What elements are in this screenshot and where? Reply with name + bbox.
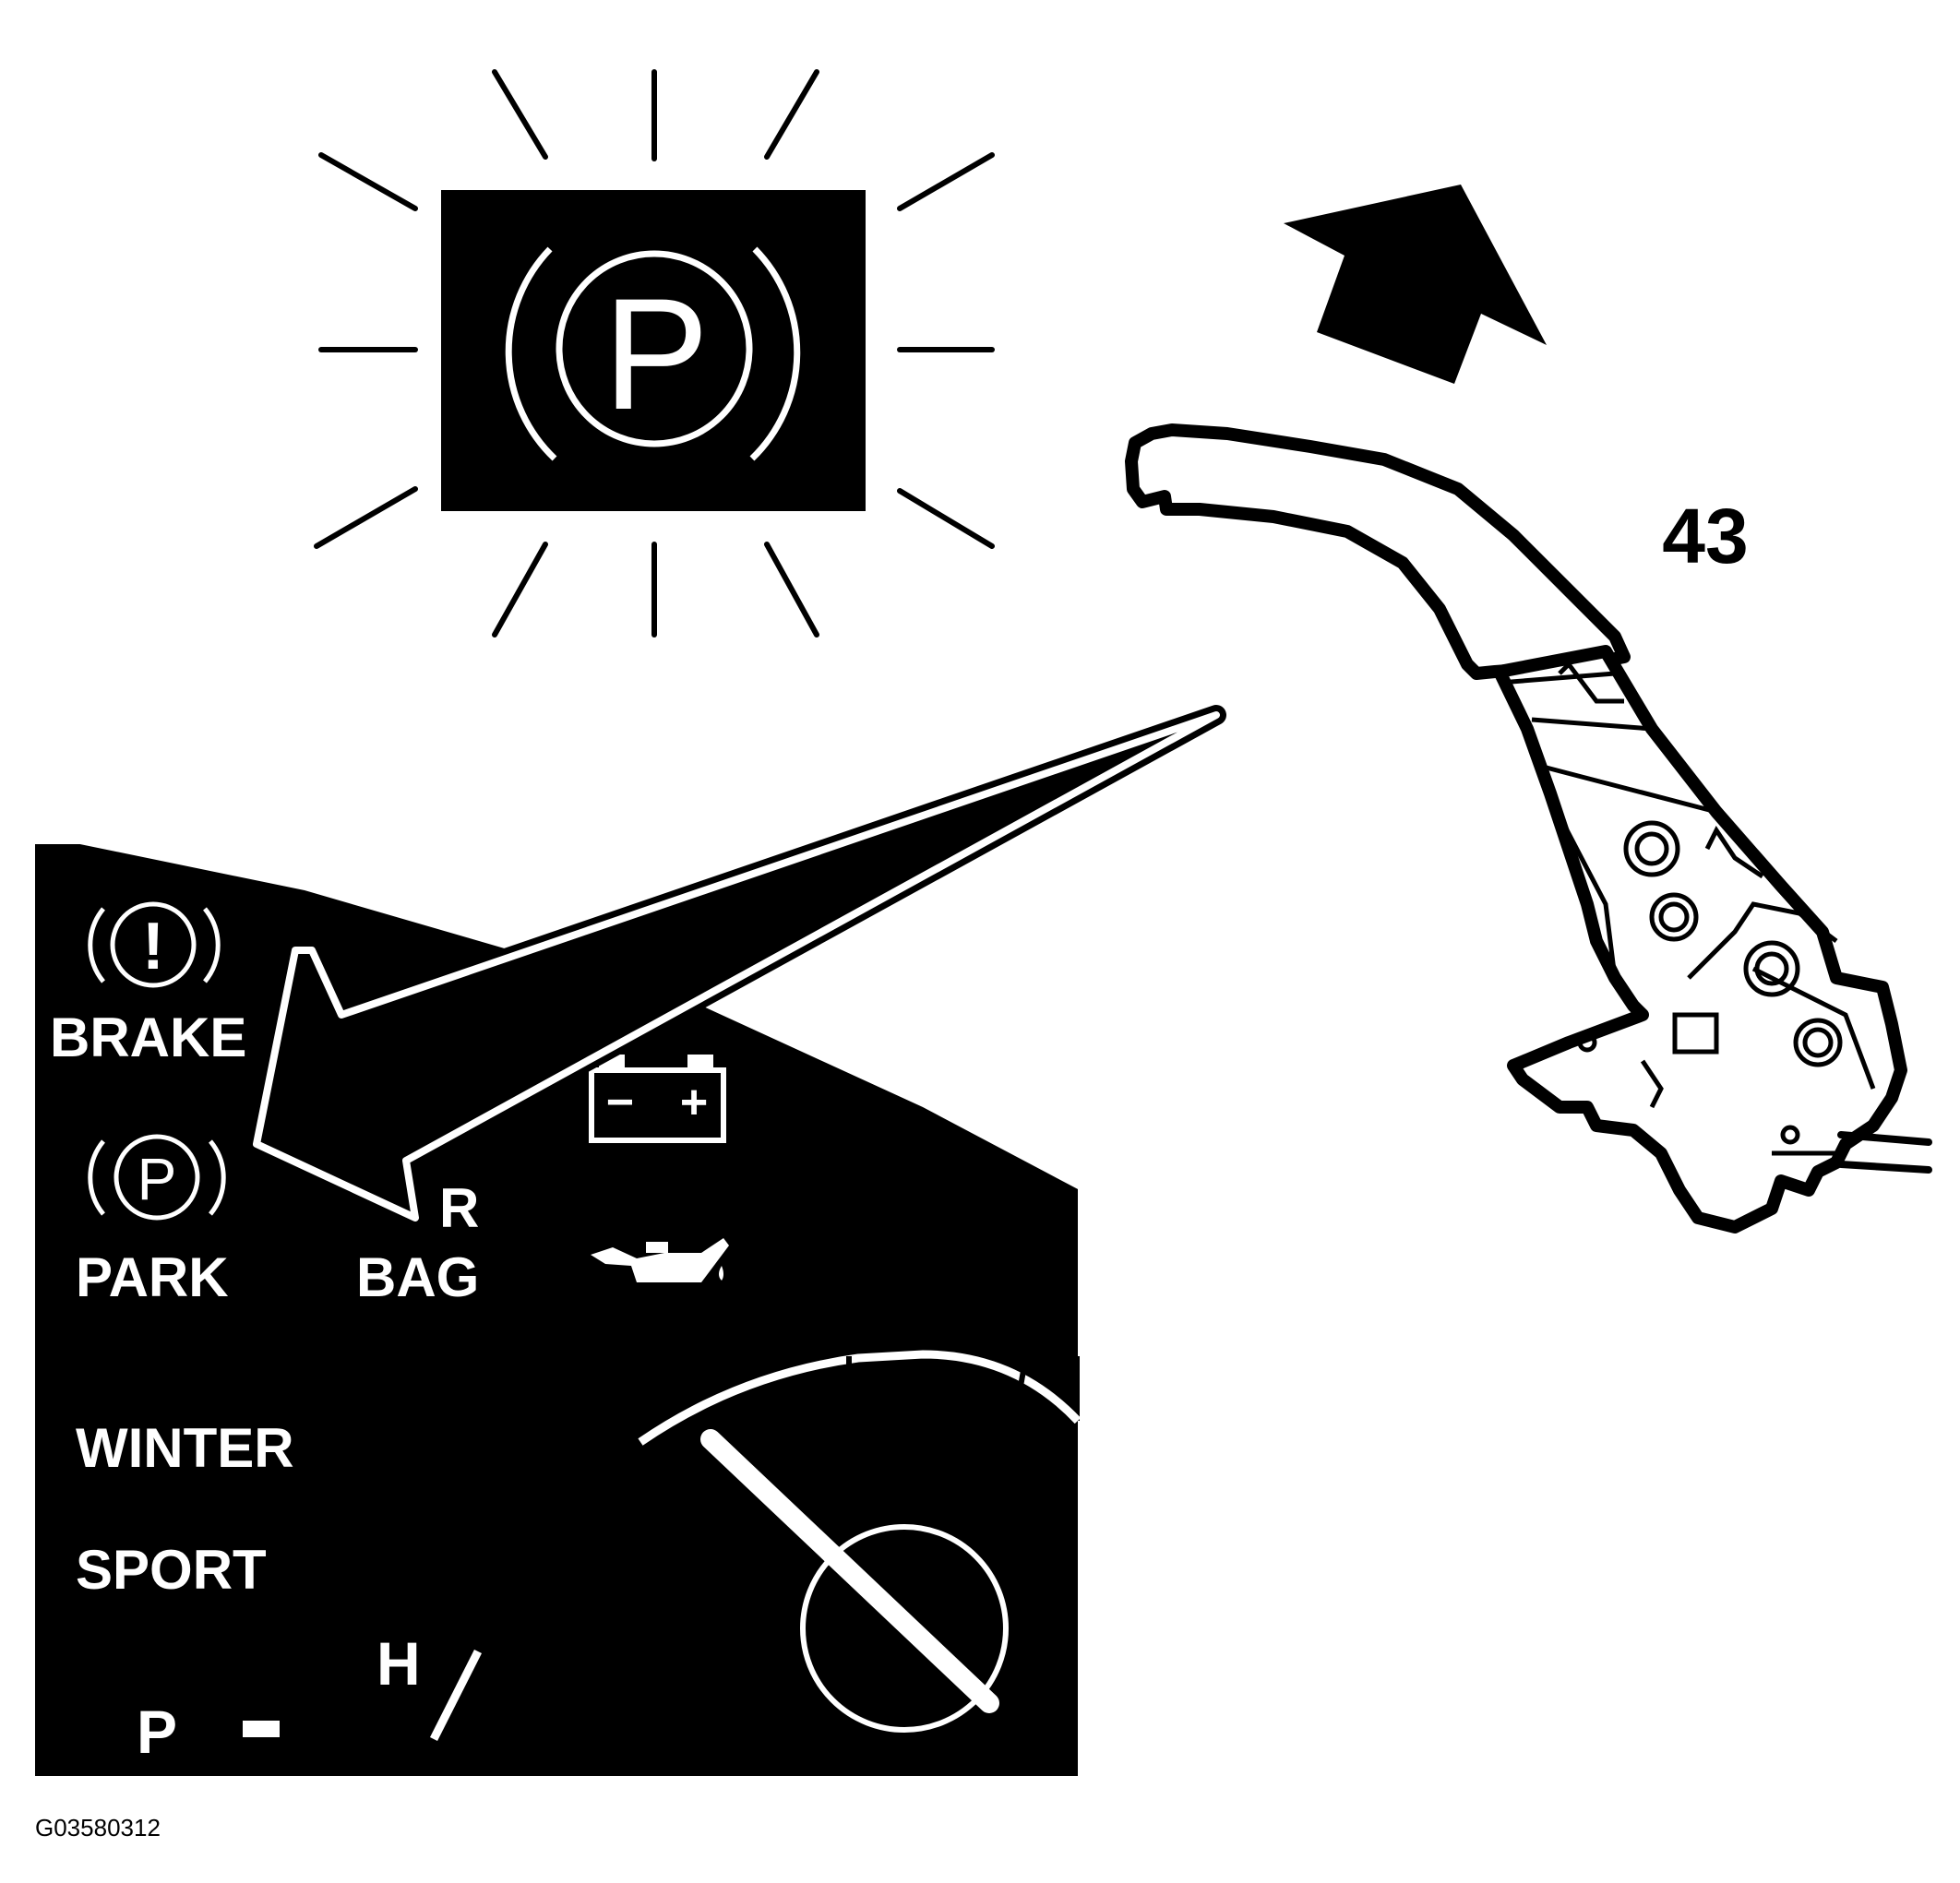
sport-label: SPORT: [76, 1539, 267, 1601]
gear-indicator-dash: [243, 1721, 280, 1737]
park-brake-icon: [505, 246, 801, 461]
airbag-label-top: R: [439, 1177, 479, 1239]
winter-label: WINTER: [76, 1417, 294, 1479]
callout-pointer: [246, 705, 1226, 1228]
park-p-symbol: P: [137, 1146, 177, 1212]
gauge-needle: [700, 1429, 999, 1713]
gauge-hub: [800, 1524, 1009, 1733]
callout-number: 43: [1662, 493, 1748, 579]
temp-h-label: H: [376, 1629, 421, 1698]
brake-exclamation: !: [142, 910, 164, 983]
parking-brake-lever: [1125, 423, 1932, 1233]
pull-direction-arrow: [1284, 185, 1547, 384]
gear-p-label: P: [137, 1698, 177, 1766]
lever-details: [1499, 661, 1876, 1156]
gauge-tick: [1016, 1365, 1027, 1398]
lever-body: [1493, 645, 1907, 1233]
park-label: PARK: [76, 1246, 229, 1308]
figure-code: G03580312: [35, 1814, 161, 1841]
gauge-arc-shade: [637, 1356, 1080, 1476]
flashing-indicator: P: [314, 69, 995, 638]
battery-icon: [589, 1055, 726, 1143]
brake-warning-icon: [88, 901, 221, 988]
gauge-arc: [638, 1350, 1082, 1446]
park-warning-icon: [88, 1134, 226, 1221]
airbag-label-bottom: BAG: [356, 1246, 479, 1308]
indicator-p-symbol: P: [604, 266, 710, 443]
lever-handle: [1125, 423, 1631, 680]
brake-label: BRAKE: [50, 1007, 246, 1068]
battery-plus: +: [680, 1076, 708, 1129]
lever-cable: [1837, 1131, 1932, 1174]
battery-minus: −: [606, 1076, 634, 1129]
oil-pressure-icon: [591, 1238, 729, 1282]
temp-gauge-mark: [429, 1649, 483, 1742]
gauge: [638, 1350, 1082, 1733]
flash-rays: [314, 69, 995, 638]
